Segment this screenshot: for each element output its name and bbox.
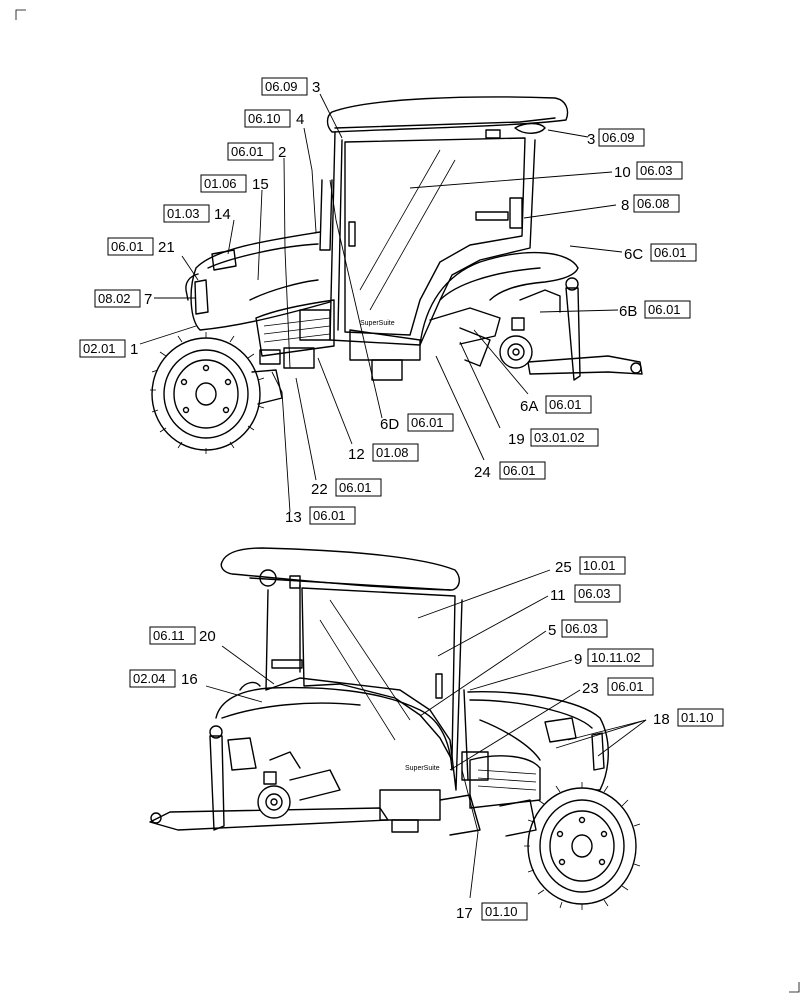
callout-ref: 06.01: [411, 415, 444, 430]
callout-number: 16: [181, 671, 198, 688]
callout-number: 13: [285, 509, 302, 526]
callout-number: 15: [252, 176, 269, 193]
callout-number: 3: [587, 131, 595, 148]
callout-number: 25: [555, 559, 572, 576]
tractor-illustration-top: SuperSuite: [150, 96, 643, 454]
callout-number: 14: [214, 206, 231, 223]
callout-number: 21: [158, 239, 175, 256]
callout-ref: 10.01: [583, 558, 616, 573]
callout-number: 6B: [619, 303, 637, 320]
callout-ref: 06.09: [602, 130, 635, 145]
callout-ref: 06.01: [313, 508, 346, 523]
callout-ref: 06.01: [654, 245, 687, 260]
callout-ref: 06.11: [153, 628, 185, 643]
callout-number: 18: [653, 711, 670, 728]
callout-number: 6D: [380, 416, 399, 433]
callout-ref: 06.03: [578, 586, 611, 601]
callout-number: 1: [130, 341, 138, 358]
callout-number: 19: [508, 431, 525, 448]
callout-number: 11: [550, 587, 566, 604]
callout-ref: 01.08: [376, 445, 409, 460]
callout-number: 2: [278, 144, 286, 161]
callout-ref: 06.01: [503, 463, 536, 478]
callout-ref: 10.11.02: [591, 650, 641, 665]
callout-ref: 06.01: [231, 144, 264, 159]
callout-number: 8: [621, 197, 629, 214]
callout-number: 7: [144, 291, 152, 308]
callout-ref: 06.03: [640, 163, 673, 178]
bottom-callouts: 25 10.01 11 06.03 5 06.03 9 10.11.02 23 …: [129, 556, 724, 922]
callout-number: 23: [582, 680, 599, 697]
callout-ref: 01.03: [167, 206, 200, 221]
callout-number: 6C: [624, 246, 643, 263]
callout-ref: 06.10: [248, 111, 281, 126]
callout-ref: 06.09: [265, 79, 298, 94]
callout-number: 22: [311, 481, 328, 498]
callout-ref: 08.02: [98, 291, 131, 306]
callout-ref: 06.01: [611, 679, 644, 694]
top-callouts: 06.09 3 06.10 4 06.01 2 01.06 15 01.03 1…: [79, 77, 697, 526]
crop-mark-top-left: [15, 9, 26, 20]
callout-ref: 01.06: [204, 176, 237, 191]
callout-ref: 02.04: [133, 671, 166, 686]
callout-ref: 06.08: [637, 196, 670, 211]
callout-number: 9: [574, 651, 582, 668]
callout-number: 12: [348, 446, 365, 463]
callout-ref: 06.01: [648, 302, 681, 317]
top-leader-lines: [139, 93, 623, 513]
callout-number: 17: [456, 905, 473, 922]
callout-number: 4: [296, 111, 304, 128]
callout-ref: 06.01: [339, 480, 372, 495]
crop-mark-bottom-right: [789, 982, 800, 993]
callout-number: 6A: [520, 398, 538, 415]
callout-ref: 06.03: [565, 621, 598, 636]
callout-ref: 01.10: [485, 904, 518, 919]
callout-number: 24: [474, 464, 491, 481]
callout-ref: 06.01: [549, 397, 582, 412]
callout-number: 10: [614, 164, 631, 181]
bottom-leader-lines: [205, 569, 647, 899]
tractor-illustration-bottom: SuperSuite: [149, 547, 641, 910]
callout-ref: 02.01: [83, 341, 116, 356]
cab-brand-label: SuperSuite: [360, 320, 395, 327]
callout-number: 5: [548, 622, 556, 639]
callout-ref: 06.01: [111, 239, 144, 254]
callout-number: 3: [312, 79, 320, 96]
callout-ref: 01.10: [681, 710, 714, 725]
cab-brand-label: SuperSuite: [405, 765, 440, 772]
callout-ref: 03.01.02: [534, 430, 585, 445]
callout-number: 20: [199, 628, 216, 645]
